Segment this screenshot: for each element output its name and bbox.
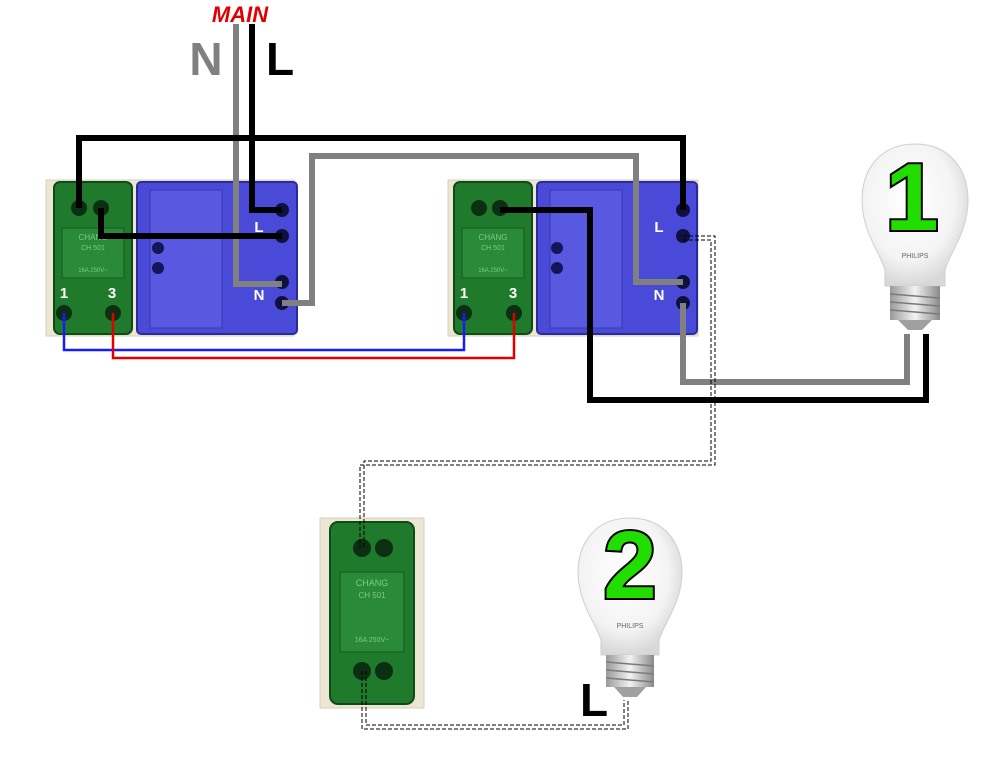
standalone-switch-brand: CHANG (356, 578, 389, 588)
traveler-wire-blue (62, 313, 466, 352)
standalone-switch-top-screw-2 (375, 539, 393, 557)
bulb-1-number: 1 (885, 144, 938, 251)
switch-2-terminal-1-label: 1 (460, 285, 468, 302)
socket-2-pin-hole-2 (551, 262, 563, 274)
neutral-jumper-wire (282, 153, 683, 306)
switch-1-feed-wire (98, 208, 282, 239)
supply-live-label: L (266, 33, 294, 85)
standalone-switch-rating: 16A 250V~ (355, 637, 389, 644)
switch-1-terminal-1-label: 1 (60, 285, 68, 302)
switch-2-terminal-3-label: 3 (509, 285, 517, 302)
switch-2-common-screw (471, 200, 487, 216)
socket-2-neutral-label: N (654, 287, 665, 304)
bulb-2-thread (605, 661, 655, 683)
supply-neutral-wire (233, 24, 282, 287)
bulb-1-live-wire (500, 207, 929, 403)
bulb-2: PHILIPS 2 L (577, 510, 683, 726)
supply-live-wire (249, 24, 282, 213)
switch-1-brand: CHANG (79, 233, 108, 242)
switch-module-2: CHANG CH 501 16A 250V~ 1 3 L N (447, 179, 699, 337)
green-switch-2: CHANG CH 501 16A 250V~ 1 3 (453, 181, 533, 335)
standalone-switch-model: CH 501 (358, 591, 386, 600)
supply-neutral-label: N (189, 33, 222, 85)
switch-2-rating: 16A 250V~ (478, 268, 508, 274)
bulb-2-number: 2 (603, 512, 656, 619)
main-label: MAIN (212, 2, 269, 27)
traveler-wire-red (111, 313, 516, 360)
bulb-2-brand: PHILIPS (617, 623, 644, 630)
switch-1-model: CH 501 (81, 245, 105, 252)
bulb-1-brand: PHILIPS (902, 253, 929, 260)
standalone-switch-top-screw (353, 539, 371, 557)
standalone-switch: CHANG CH 501 16A 250V~ (319, 517, 425, 709)
bulb-1-thread (889, 293, 941, 315)
switch-1-rating: 16A 250V~ (78, 268, 108, 274)
socket-1-pin-hole (152, 242, 164, 254)
switch-2-model: CH 501 (481, 245, 505, 252)
blue-socket-2: L N (536, 181, 698, 335)
dashed-cable-to-bulb-2 (361, 671, 629, 730)
bulb-2-tip (614, 687, 646, 697)
blue-socket-1: L N (136, 181, 298, 335)
switch-1-terminal-3-label: 3 (108, 285, 116, 302)
socket-1-neutral-label: N (254, 287, 265, 304)
socket-1-pin-hole-2 (152, 262, 164, 274)
switch-module-1: CHANG CH 501 16A 250V~ 1 3 L N (45, 179, 298, 337)
bulb-1-tip (898, 320, 932, 330)
socket-2-pin-hole (551, 242, 563, 254)
dashed-cable-to-switch (359, 235, 716, 548)
standalone-switch-bottom-screw-2 (375, 662, 393, 680)
bulb-1-neutral-wire (680, 303, 910, 385)
bulb-2-live-label: L (580, 674, 608, 726)
socket-1-live-label: L (254, 219, 263, 236)
green-switch-1: CHANG CH 501 16A 250V~ 1 3 (53, 181, 133, 335)
live-loop-wire (76, 135, 686, 210)
bulb-1: PHILIPS 1 (861, 142, 969, 330)
socket-2-live-label: L (654, 219, 663, 236)
switch-2-brand: CHANG (479, 233, 508, 242)
